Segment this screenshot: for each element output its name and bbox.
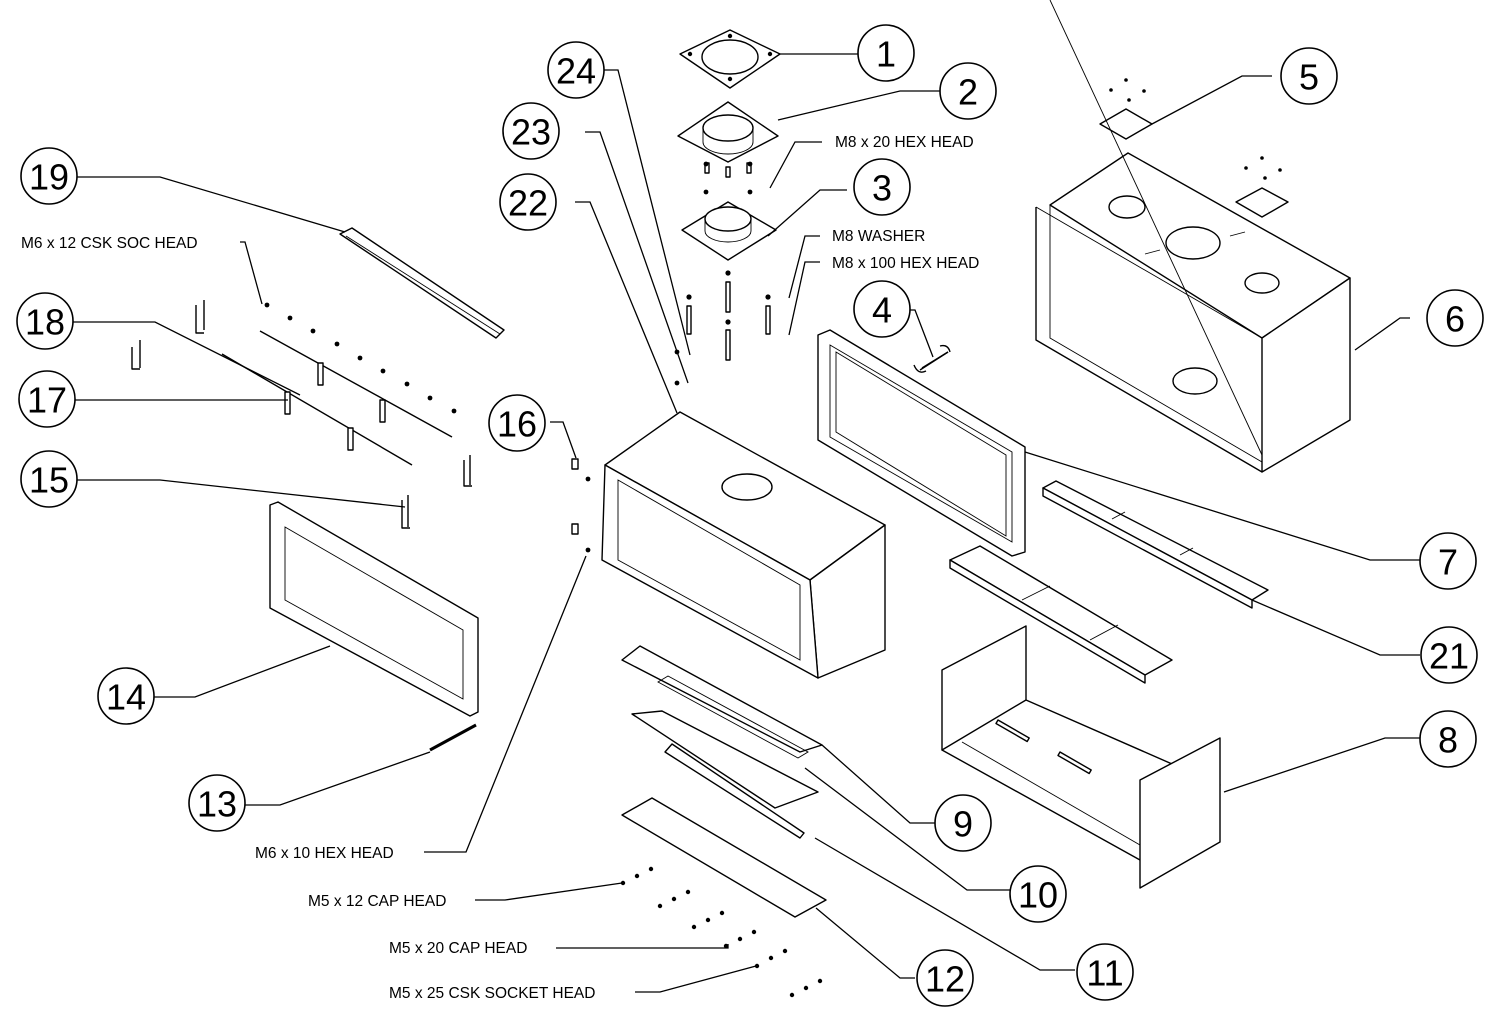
svg-text:5: 5 bbox=[1299, 57, 1319, 98]
callout-17: 17 bbox=[18, 370, 76, 428]
callout-22: 22 bbox=[499, 173, 557, 231]
main-firebox bbox=[601, 411, 886, 679]
callout-24: 24 bbox=[547, 41, 605, 99]
callout-23: 23 bbox=[502, 102, 560, 160]
part-12-plate bbox=[621, 797, 827, 918]
m6-csk-screws bbox=[264, 302, 457, 414]
label-m6x10-hex-head: M6 x 10 HEX HEAD bbox=[255, 845, 394, 862]
part-1-flue-gasket bbox=[679, 29, 781, 89]
part-7-glass-door bbox=[817, 329, 1026, 557]
callout-16: 16 bbox=[488, 394, 546, 452]
part-19-top-rail bbox=[339, 227, 505, 339]
part-14-front-frame bbox=[269, 501, 479, 717]
label-m5x20-cap-head: M5 x 20 CAP HEAD bbox=[389, 940, 527, 957]
label-m5x12-cap-head: M5 x 12 CAP HEAD bbox=[308, 893, 446, 910]
callout-3: 3 bbox=[853, 158, 911, 216]
svg-text:9: 9 bbox=[953, 804, 973, 845]
callout-7: 7 bbox=[1419, 532, 1477, 590]
callout-19: 19 bbox=[20, 147, 78, 205]
part-21-baffle-boards bbox=[949, 480, 1269, 684]
label-m8x20-hex-head: M8 x 20 HEX HEAD bbox=[835, 134, 974, 151]
callout-12: 12 bbox=[916, 949, 974, 1007]
svg-text:2: 2 bbox=[958, 72, 978, 113]
svg-text:6: 6 bbox=[1445, 299, 1465, 340]
svg-text:13: 13 bbox=[197, 784, 237, 825]
callout-8: 8 bbox=[1419, 710, 1477, 768]
svg-text:21: 21 bbox=[1429, 636, 1469, 677]
svg-text:19: 19 bbox=[29, 157, 69, 198]
callout-15: 15 bbox=[20, 450, 78, 508]
svg-text:24: 24 bbox=[556, 51, 596, 92]
part-6-outer-casing bbox=[1035, 0, 1351, 473]
label-m8-washer: M8 WASHER bbox=[832, 228, 925, 245]
part-17-clips bbox=[131, 300, 472, 487]
label-m6x12-csk-soc-head: M6 x 12 CSK SOC HEAD bbox=[21, 235, 198, 252]
svg-text:15: 15 bbox=[29, 460, 69, 501]
svg-text:11: 11 bbox=[1086, 953, 1123, 994]
part-8-firebox-tray bbox=[941, 625, 1221, 889]
svg-text:22: 22 bbox=[508, 183, 548, 224]
part-11-plate bbox=[664, 743, 805, 839]
svg-text:1: 1 bbox=[876, 34, 896, 75]
svg-text:18: 18 bbox=[25, 302, 65, 343]
callout-13: 13 bbox=[188, 774, 246, 832]
m8-bolts bbox=[674, 270, 771, 386]
leader-lines bbox=[70, 53, 1420, 993]
m5-screws bbox=[620, 866, 823, 998]
part-18-rods bbox=[221, 330, 453, 466]
label-m8x100-hex-head: M8 x 100 HEX HEAD bbox=[832, 255, 979, 272]
callout-11: 11 bbox=[1076, 943, 1134, 1001]
callout-18: 18 bbox=[16, 292, 74, 350]
part-13-hinge-pin bbox=[429, 723, 477, 752]
callout-4: 4 bbox=[853, 280, 911, 338]
part-4-spanner bbox=[913, 344, 951, 373]
part-16-brackets bbox=[571, 458, 591, 553]
svg-text:7: 7 bbox=[1438, 542, 1458, 583]
part-15-clip bbox=[401, 495, 410, 529]
part-10-plate bbox=[631, 710, 819, 809]
callout-21: 21 bbox=[1420, 626, 1478, 684]
part-3-flue-adaptor bbox=[681, 201, 777, 261]
svg-text:10: 10 bbox=[1018, 875, 1058, 916]
svg-text:23: 23 bbox=[511, 112, 551, 153]
svg-text:3: 3 bbox=[872, 168, 892, 209]
svg-text:4: 4 bbox=[872, 290, 892, 331]
callout-1: 1 bbox=[857, 24, 915, 82]
part-5-blanking-plates bbox=[1099, 78, 1289, 218]
callout-2: 2 bbox=[939, 62, 997, 120]
svg-text:17: 17 bbox=[27, 380, 67, 421]
callout-6: 6 bbox=[1426, 289, 1484, 347]
part-2-flue-collar bbox=[677, 101, 779, 195]
label-m5x25-csk-socket-head: M5 x 25 CSK SOCKET HEAD bbox=[389, 985, 595, 1002]
callout-5: 5 bbox=[1280, 47, 1338, 105]
svg-text:12: 12 bbox=[925, 959, 965, 1000]
svg-text:14: 14 bbox=[106, 677, 146, 718]
svg-text:8: 8 bbox=[1438, 720, 1458, 761]
callout-10: 10 bbox=[1009, 865, 1067, 923]
callout-9: 9 bbox=[934, 794, 992, 852]
svg-text:16: 16 bbox=[497, 404, 537, 445]
callout-14: 14 bbox=[97, 667, 155, 725]
